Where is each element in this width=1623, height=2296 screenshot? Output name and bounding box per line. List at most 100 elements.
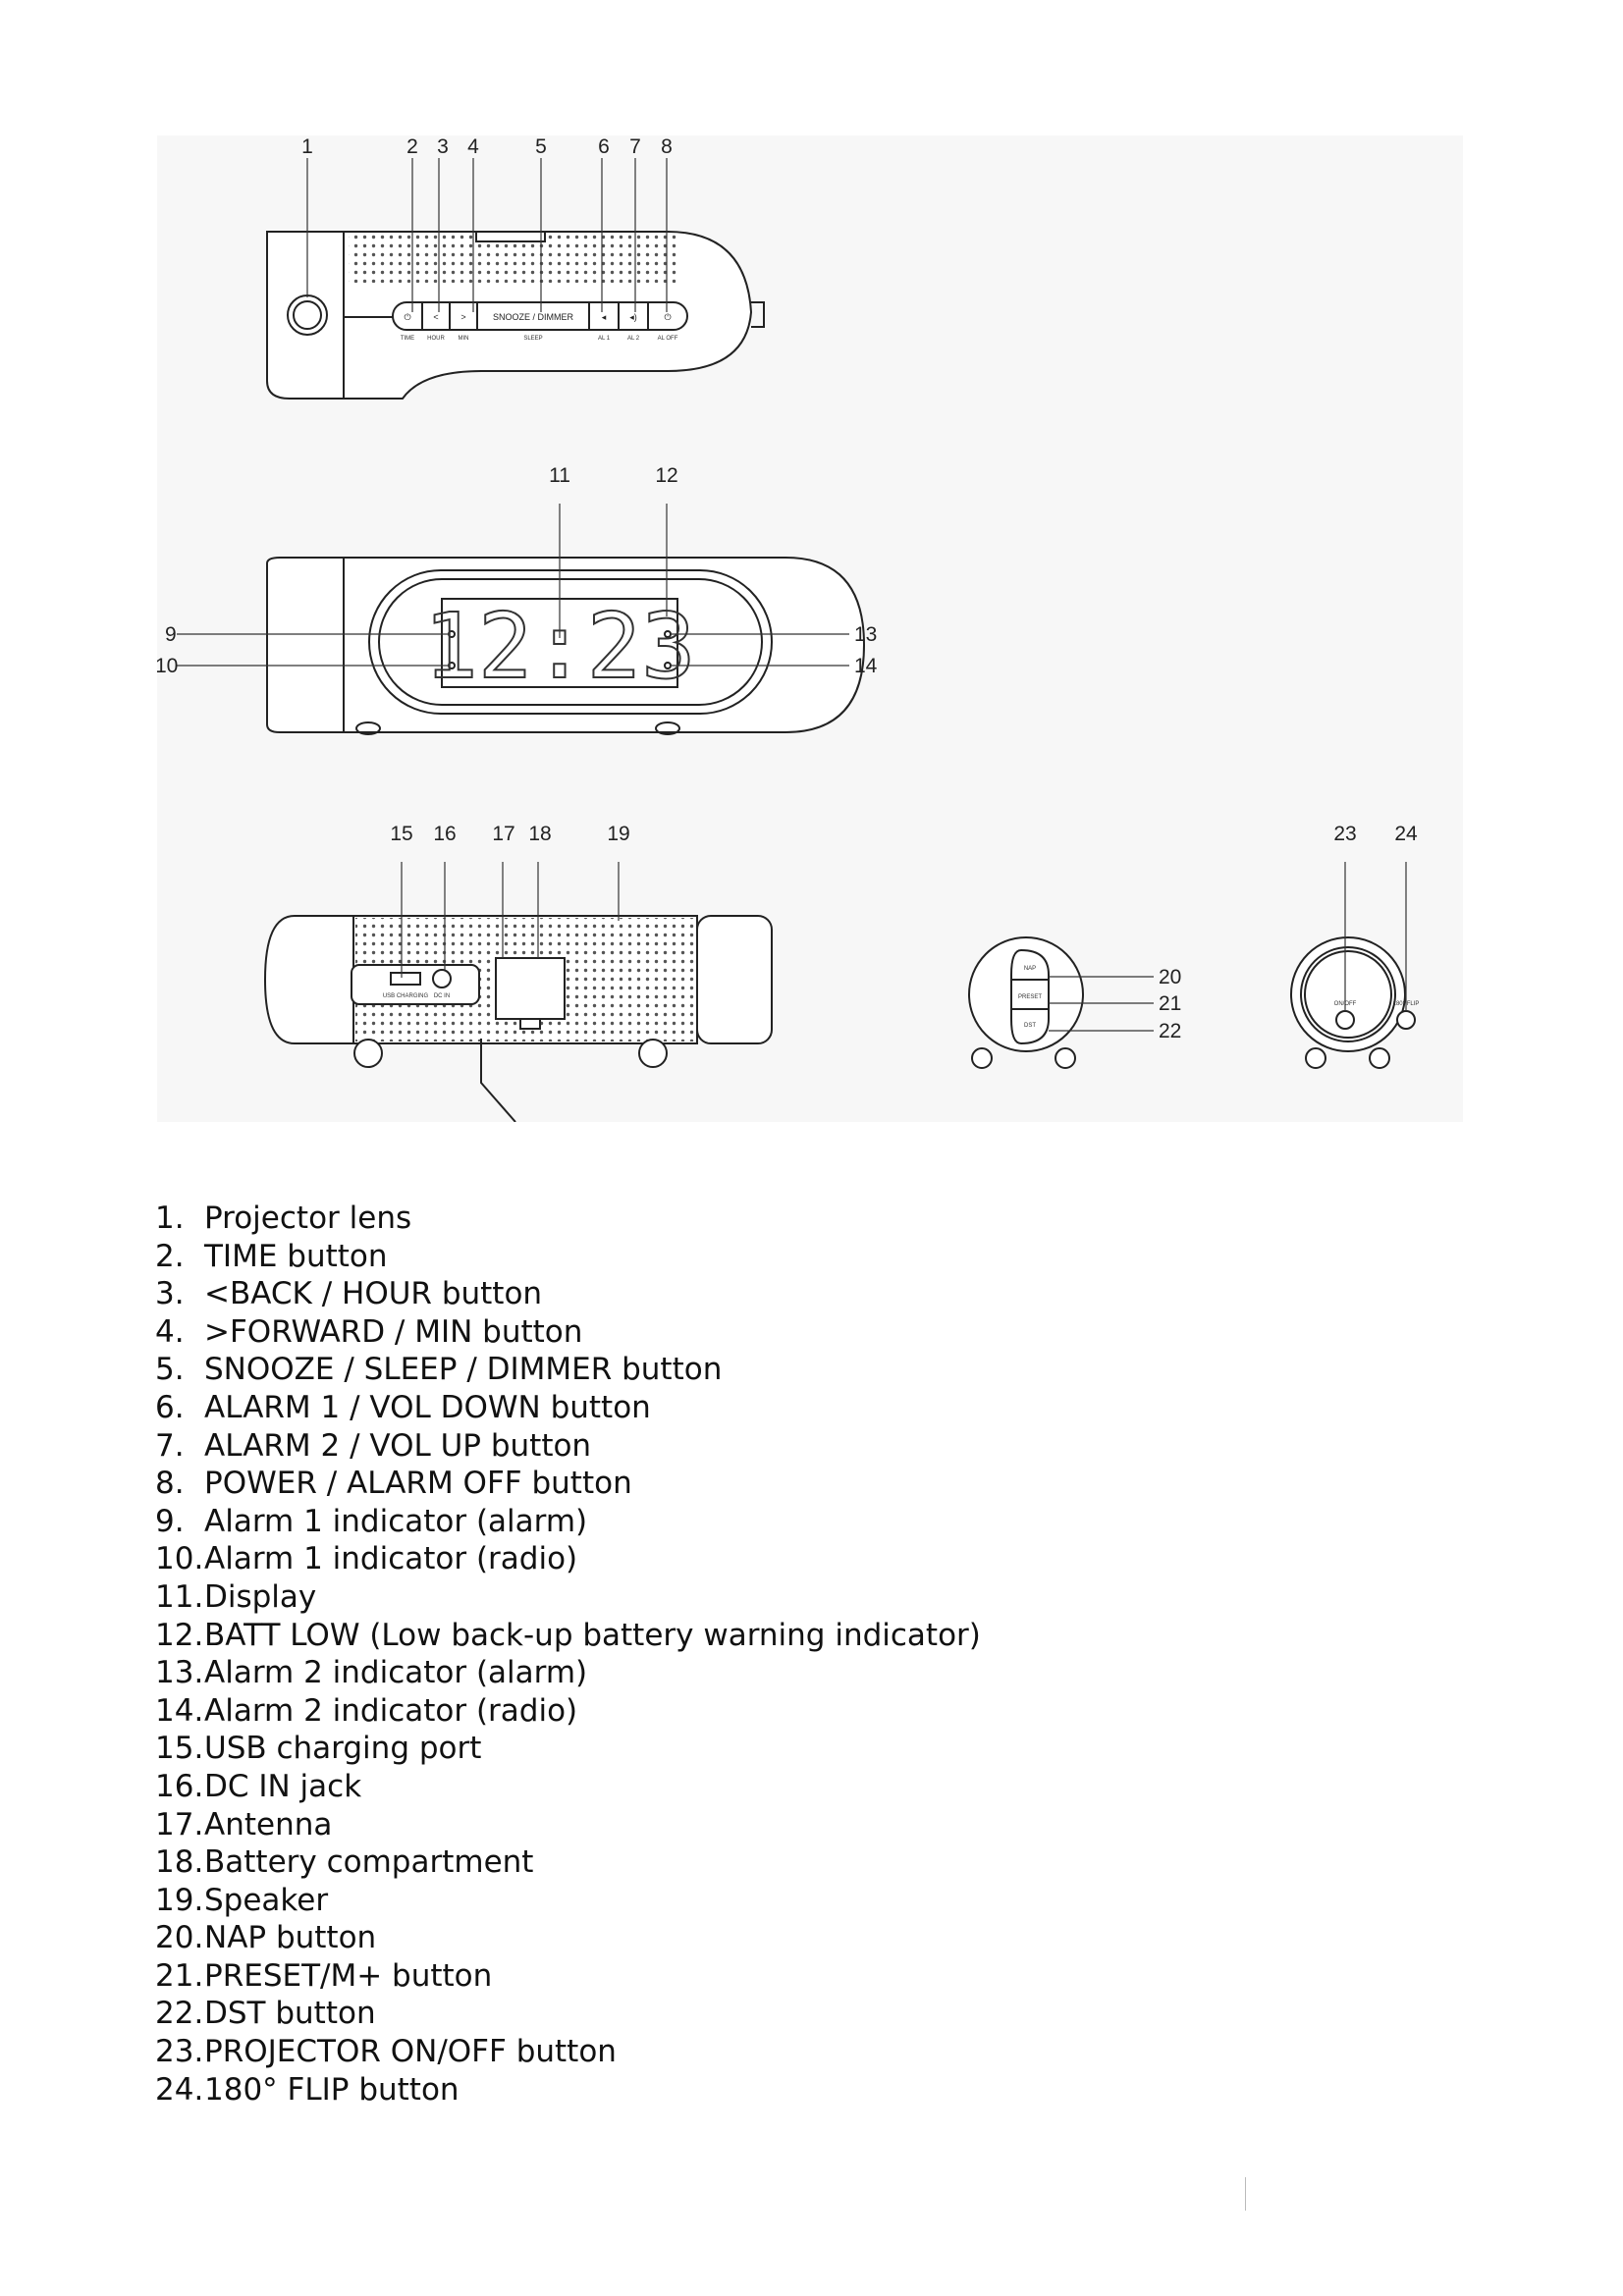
part-number: 17. [155,1806,204,1842]
parts-list: 1. Projector lens 2. TIME button 3. <BAC… [155,1200,981,2109]
callout-13: 13 [854,623,877,646]
parts-list-item: 11. Display [155,1578,981,1617]
part-number: 24. [155,2071,204,2108]
part-number: 2. [155,1238,185,1274]
rear-projector-end [696,915,773,1044]
part-label: TIME button [204,1238,388,1274]
hour-label: HOUR [427,336,445,342]
part-label: Battery compartment [204,1844,534,1881]
power-glyph-icon: ⏻ [404,312,410,322]
snooze-bar [475,231,546,242]
front-foot-right [655,721,680,735]
callout-8: 8 [661,135,673,158]
al1-label: AL 1 [598,336,611,342]
parts-list-item: 8. POWER / ALARM OFF button [155,1465,981,1503]
part-number: 22. [155,1996,204,2032]
part-label: 180° FLIP button [204,2071,460,2108]
side-view [968,936,1084,1069]
parts-list-item: 24. 180° FLIP button [155,2071,981,2109]
callout-15: 15 [390,823,412,845]
part-number: 9. [155,1503,185,1539]
preset-label: PRESET [1018,994,1042,1000]
parts-list-item: 5. SNOOZE / SLEEP / DIMMER button [155,1351,981,1389]
parts-list-item: 2. TIME button [155,1238,981,1276]
page-marker [1245,2177,1246,2211]
part-number: 18. [155,1844,204,1881]
part-label: >FORWARD / MIN button [204,1313,583,1350]
volume-down-icon: ◂ [602,312,607,322]
parts-list-item: 7. ALARM 2 / VOL UP button [155,1427,981,1466]
flip-knob [1396,1010,1416,1030]
callout-16: 16 [433,823,456,845]
callout-21: 21 [1159,992,1181,1015]
part-label: Projector lens [204,1201,412,1236]
part-number: 6. [155,1389,185,1425]
product-diagram: SNOOZE / DIMMER TIME HOUR MIN SLEEP AL 1… [157,135,1463,1122]
parts-list-item: 17. Antenna [155,1806,981,1844]
battery-latch [519,1018,541,1030]
part-number: 14. [155,1692,204,1729]
callout-6: 6 [598,135,610,158]
side-labels: NAP PRESET DST [1018,966,1042,1029]
display-window [378,578,763,706]
parts-list-item: 21. PRESET/M+ button [155,1957,981,1996]
part-label: Alarm 1 indicator (radio) [204,1541,578,1577]
projector-onoff-knob [1335,1010,1355,1030]
nap-label: NAP [1024,966,1036,972]
end-foot-right [1369,1047,1390,1069]
part-number: 7. [155,1427,185,1464]
callout-17: 17 [492,823,514,845]
callout-23: 23 [1333,823,1356,845]
part-label: DST button [204,1996,376,2032]
part-label: NAP button [204,1920,377,1956]
top-view [266,231,765,400]
part-label: USB charging port [204,1731,482,1767]
sleep-label: SLEEP [523,336,542,342]
parts-list-item: 22. DST button [155,1995,981,2033]
part-number: 10. [155,1541,204,1577]
al2-label: AL 2 [627,336,640,342]
part-number: 12. [155,1617,204,1653]
side-button-panel [1010,948,1050,1045]
antenna-wire [480,1039,516,1122]
leader-lines [177,158,1407,1032]
part-label: Alarm 2 indicator (radio) [204,1692,578,1729]
callout-18: 18 [528,823,551,845]
callout-1: 1 [301,135,313,158]
part-number: 20. [155,1920,204,1956]
parts-list-item: 9. Alarm 1 indicator (alarm) [155,1503,981,1541]
callout-22: 22 [1159,1020,1181,1042]
dst-label: DST [1024,1023,1036,1029]
front-body [343,557,866,733]
min-label: MIN [459,336,469,342]
end-view [1290,936,1416,1069]
power-icon: ⏻ [664,312,671,322]
parts-list-item: 15. USB charging port [155,1730,981,1768]
usb-port [390,972,421,986]
part-label: Display [204,1578,317,1615]
callout-24: 24 [1394,823,1418,845]
callout-12: 12 [655,464,677,487]
parts-list-item: 13. Alarm 2 indicator (alarm) [155,1654,981,1692]
chevron-right-icon: > [460,312,465,322]
dc-jack [432,969,452,988]
parts-list-item: 16. DC IN jack [155,1768,981,1806]
part-number: 19. [155,1882,204,1918]
part-label: PROJECTOR ON/OFF button [204,2034,617,2070]
end-body [1290,936,1406,1052]
part-number: 11. [155,1578,204,1615]
parts-list-item: 1. Projector lens [155,1200,981,1238]
part-number: 3. [155,1276,185,1312]
side-foot-left [971,1047,993,1069]
parts-list-item: 20. NAP button [155,1919,981,1957]
part-number: 23. [155,2034,204,2070]
display-bezel [368,569,773,715]
front-foot-left [355,721,381,735]
parts-list-item: 3. <BACK / HOUR button [155,1275,981,1313]
part-number: 4. [155,1313,185,1350]
dc-label: DC IN [434,993,450,999]
callout-14: 14 [854,655,878,677]
part-label: BATT LOW (Low back-up battery warning in… [204,1617,981,1653]
callout-19: 19 [607,823,629,845]
rear-labels: USB CHARGING DC IN [383,993,450,999]
